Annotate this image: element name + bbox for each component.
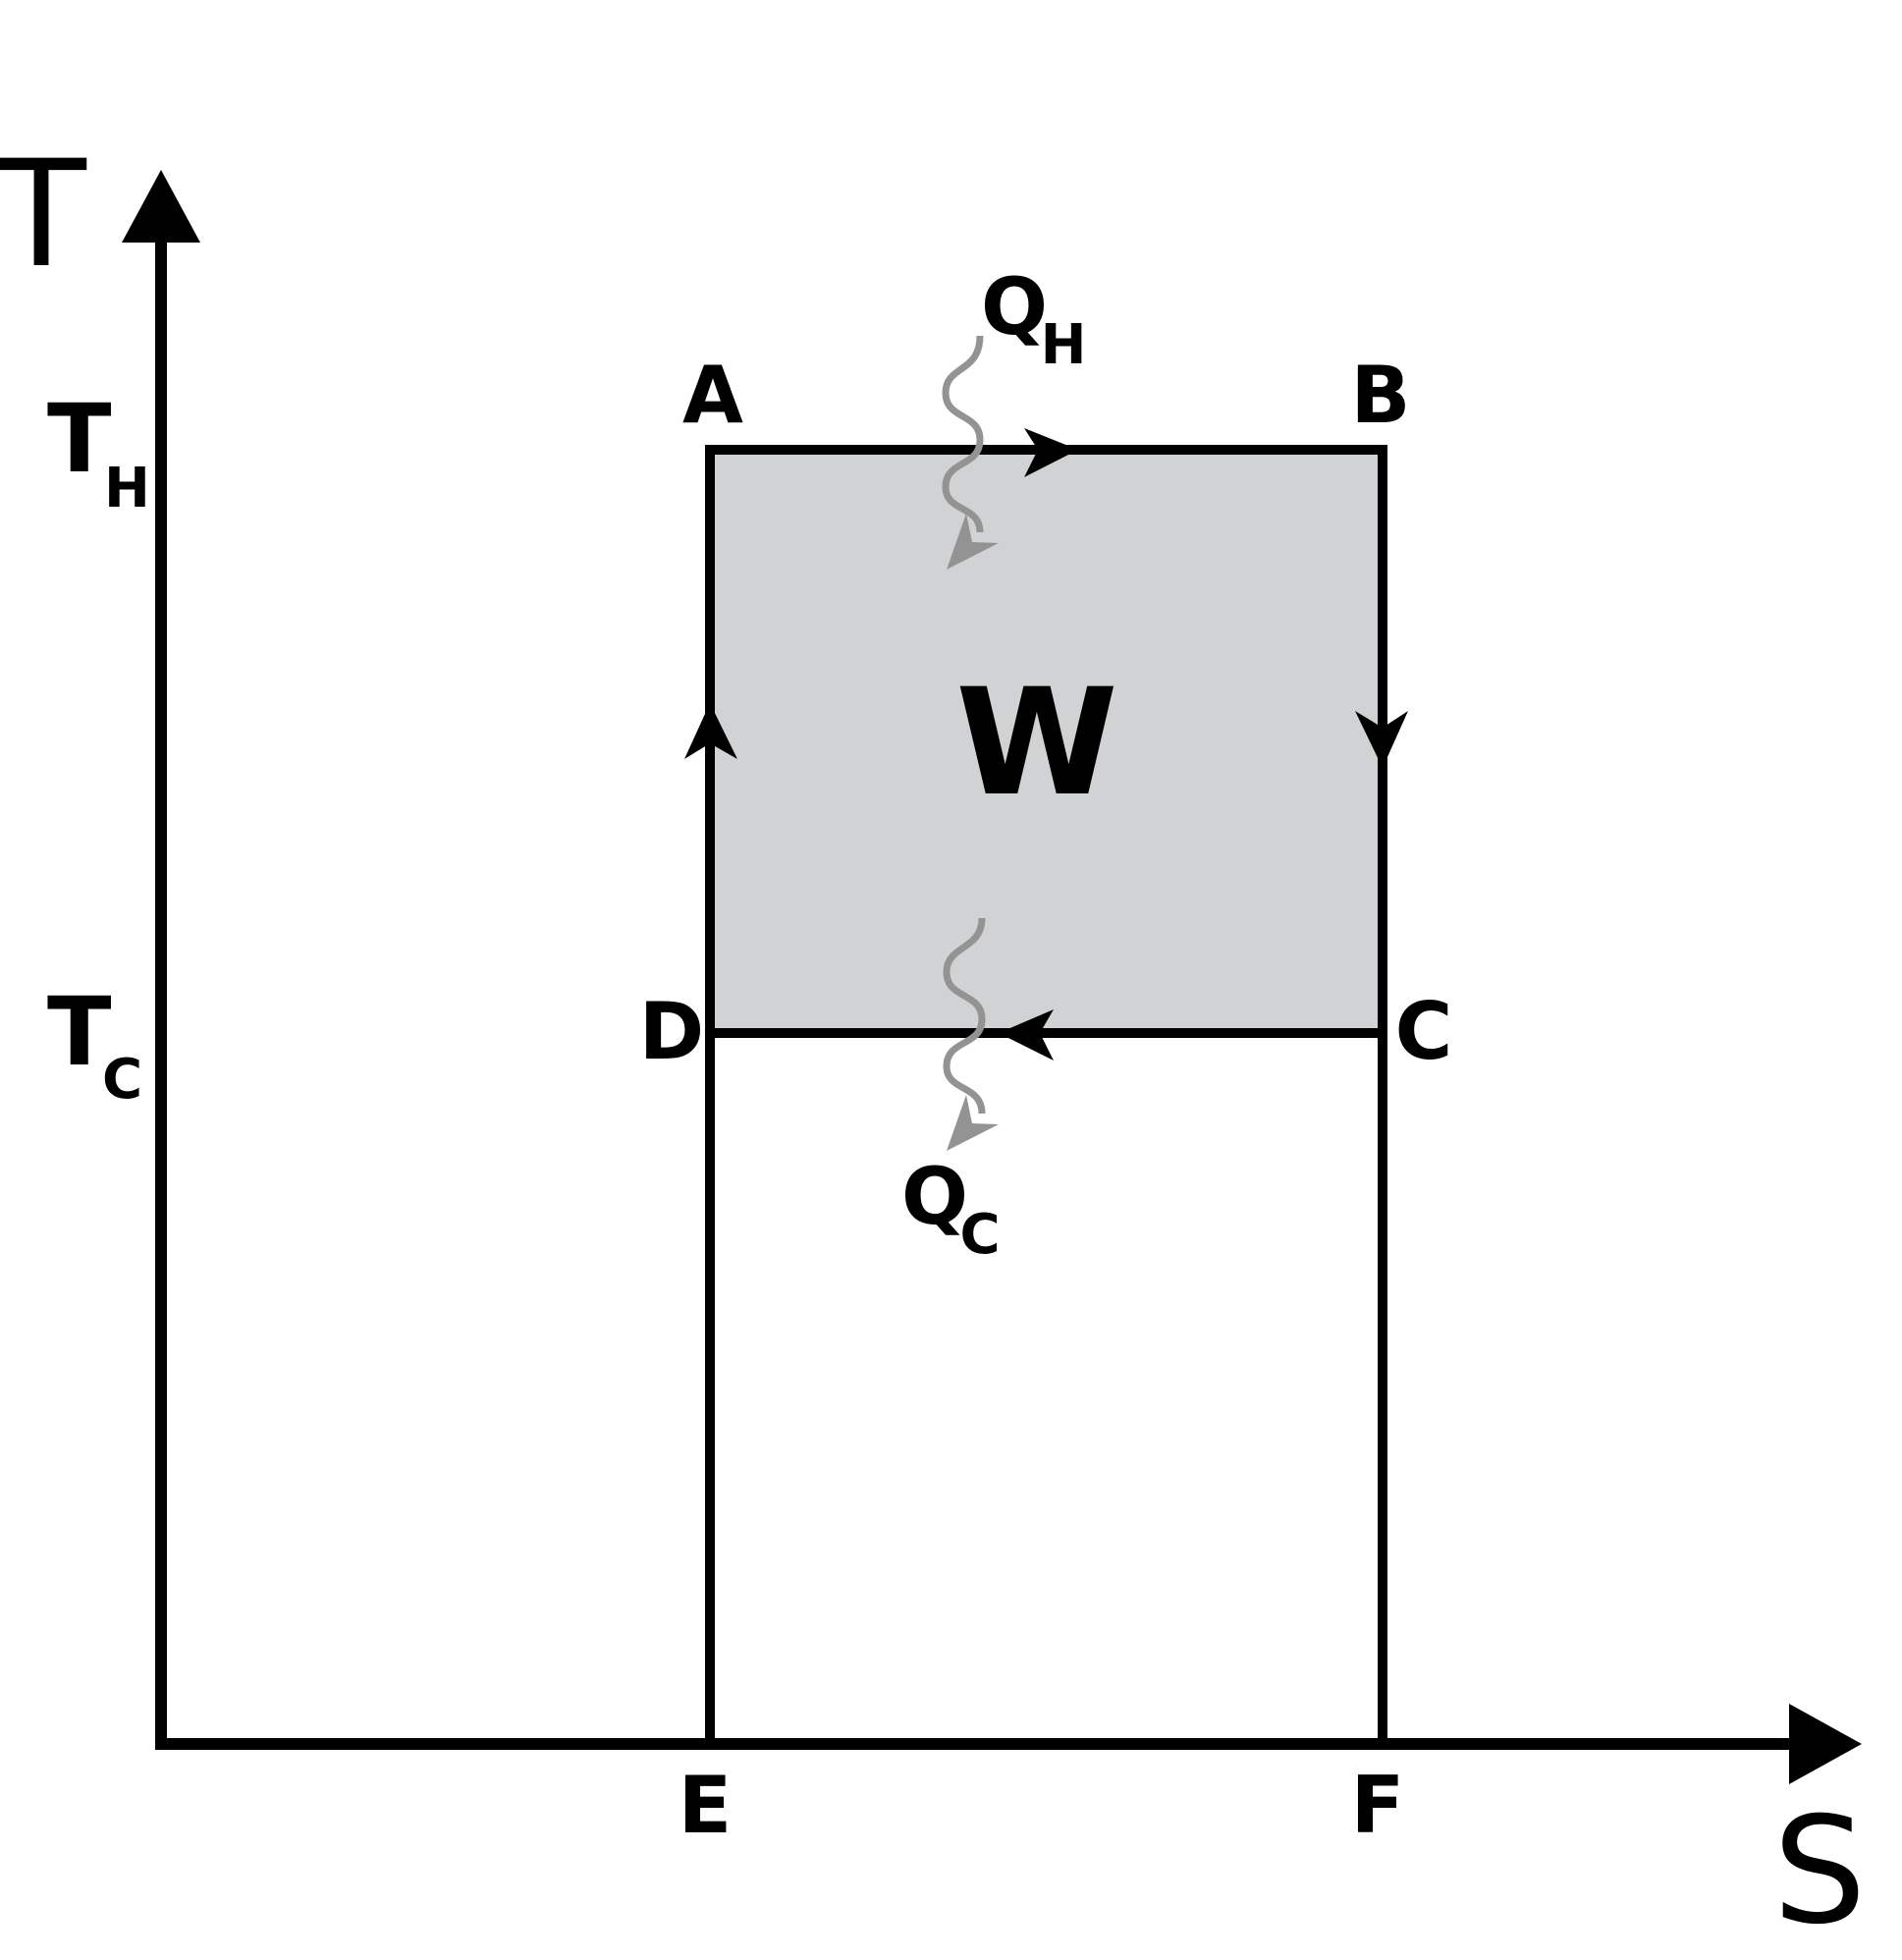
work-area — [709, 450, 1380, 1033]
point-a-label: A — [682, 350, 743, 441]
point-b-label: B — [1351, 350, 1411, 441]
hot-temp-label: T — [47, 384, 111, 494]
x-axis-label: S — [1772, 1786, 1866, 1957]
point-d-label: D — [639, 986, 704, 1077]
heat-out-wave — [943, 917, 986, 1115]
cold-temp-label: T — [47, 977, 111, 1087]
arrow-ab-icon — [1024, 428, 1078, 477]
hot-temp-subscript: H — [104, 457, 150, 520]
y-axis-label: T — [0, 130, 87, 300]
heat-in-subscript: H — [1041, 313, 1087, 377]
heat-in-wave — [942, 335, 984, 533]
arrow-cd-icon — [999, 1009, 1054, 1061]
work-label: W — [955, 658, 1117, 829]
y-axis-arrowhead — [122, 170, 200, 243]
heat-out-label: Q — [901, 1151, 968, 1242]
point-f-label: F — [1351, 1760, 1405, 1851]
heat-in-arrowhead — [947, 514, 999, 570]
heat-in-label: Q — [981, 261, 1048, 353]
point-c-label: C — [1395, 986, 1453, 1077]
heat-out-subscript: C — [959, 1203, 1000, 1267]
cold-temp-subscript: C — [102, 1048, 142, 1112]
heat-out-arrowhead — [947, 1095, 999, 1151]
x-axis-arrowhead — [1789, 1704, 1862, 1784]
point-e-label: E — [679, 1760, 733, 1851]
arrow-bc-icon — [1355, 711, 1408, 768]
arrow-da-icon — [684, 703, 737, 759]
